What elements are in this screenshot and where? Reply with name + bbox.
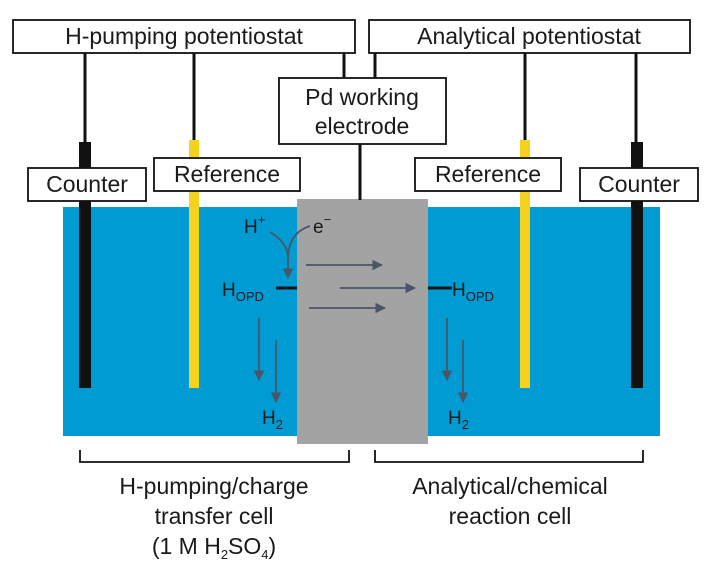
hopd-left-label: HOPD	[222, 280, 264, 304]
right-caption-line2: reaction cell	[449, 503, 572, 529]
reference-electrode-left	[189, 140, 199, 388]
pd-membrane	[297, 199, 428, 444]
bracket-left	[79, 450, 350, 463]
h-pumping-potentiostat-label: H-pumping potentiostat	[65, 23, 303, 49]
reference-left-box	[153, 157, 301, 192]
analytical-potentiostat-label: Analytical potentiostat	[417, 23, 641, 49]
counter-electrode-right	[631, 142, 643, 388]
counter-right-label: Counter	[598, 171, 680, 197]
left-caption-line2: transfer cell	[155, 503, 274, 529]
h-pumping-potentiostat-box	[12, 19, 356, 54]
label-boxes	[12, 19, 699, 202]
h2-right-label: H2	[448, 408, 469, 432]
h2-arrows	[253, 318, 469, 404]
transport-arrows	[306, 259, 417, 314]
proton-label: H+	[244, 212, 265, 238]
reference-right-box	[414, 157, 562, 192]
electron-label: e−	[313, 212, 331, 238]
analytical-potentiostat-box	[368, 19, 691, 54]
left-caption-line1: H-pumping/charge	[119, 473, 308, 499]
reference-left-label: Reference	[174, 161, 280, 187]
counter-left-box	[27, 167, 147, 202]
pd-electrode-box	[278, 77, 447, 145]
hopd-right-label: HOPD	[452, 280, 494, 304]
counter-electrode-left	[79, 142, 91, 388]
pd-electrode-label-line1: Pd working	[305, 84, 419, 110]
h2-left-label: H2	[262, 408, 283, 432]
bracket-right	[374, 450, 644, 463]
pd-electrode-label-line2: electrode	[315, 113, 410, 139]
counter-left-label: Counter	[46, 171, 128, 197]
left-caption-line3: (1 M H2SO4)	[152, 533, 276, 562]
counter-right-box	[579, 167, 699, 202]
reference-electrode-right	[520, 140, 530, 388]
proton-electron-merge-arrow	[269, 225, 311, 278]
reference-right-label: Reference	[435, 161, 541, 187]
right-caption-line1: Analytical/chemical	[412, 473, 608, 499]
